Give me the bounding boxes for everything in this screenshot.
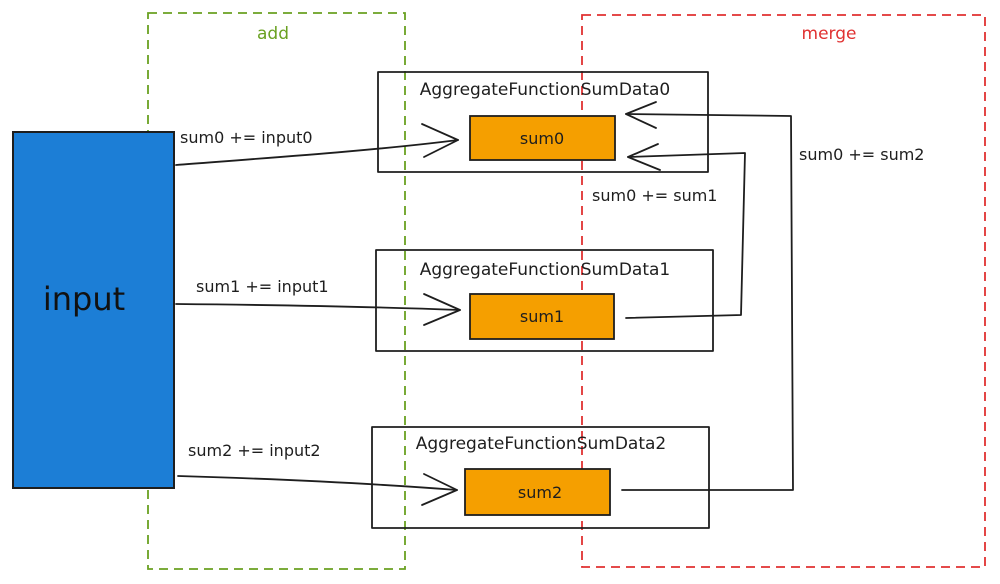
sum0-slot bbox=[469, 115, 616, 161]
add-label-sum1: sum1 += input1 bbox=[196, 277, 329, 296]
add-region-frame bbox=[147, 12, 406, 570]
merge-label-sum2: sum0 += sum2 bbox=[799, 145, 924, 164]
merge-arrow-sum1-to-sum0 bbox=[625, 152, 746, 319]
add-label-sum2: sum2 += input2 bbox=[188, 441, 321, 460]
input-block-label: input bbox=[43, 280, 125, 318]
merge-region-label: merge bbox=[802, 24, 857, 44]
container-0-title: AggregateFunctionSumData0 bbox=[420, 80, 670, 100]
add-arrows bbox=[175, 123, 461, 506]
add-arrow-sum1 bbox=[175, 303, 461, 311]
aggregate-container-0: AggregateFunctionSumData0 sum0 bbox=[377, 71, 709, 173]
add-arrow-sum2-head bbox=[421, 473, 458, 506]
merge-region-frame bbox=[581, 14, 986, 568]
input-block bbox=[12, 131, 175, 489]
add-arrow-sum2 bbox=[177, 475, 458, 491]
add-region-label: add bbox=[257, 24, 289, 44]
add-label-sum0: sum0 += input0 bbox=[180, 128, 313, 147]
container-0-frame bbox=[377, 71, 709, 173]
sum1-slot-label: sum1 bbox=[520, 307, 564, 326]
add-arrow-sum0-head bbox=[421, 123, 459, 158]
aggregate-container-2: AggregateFunctionSumData2 sum2 bbox=[371, 426, 710, 529]
container-1-title: AggregateFunctionSumData1 bbox=[420, 260, 670, 280]
aggregate-container-1: AggregateFunctionSumData1 sum1 bbox=[375, 249, 714, 352]
merge-arrow-sum2-to-sum0-head bbox=[625, 101, 657, 129]
sum2-slot-label: sum2 bbox=[518, 483, 562, 502]
container-2-title: AggregateFunctionSumData2 bbox=[416, 434, 666, 454]
add-arrow-sum1-head bbox=[423, 293, 461, 326]
merge-label-sum1: sum0 += sum1 bbox=[592, 186, 717, 205]
merge-arrow-sum1-to-sum0-head bbox=[627, 143, 661, 171]
merge-arrows bbox=[621, 101, 794, 491]
sum0-slot-label: sum0 bbox=[520, 129, 564, 148]
merge-arrow-sum2-to-sum0 bbox=[621, 113, 794, 491]
container-1-frame bbox=[375, 249, 714, 352]
container-2-frame bbox=[371, 426, 710, 529]
add-arrow-sum0 bbox=[175, 139, 459, 166]
sum1-slot bbox=[469, 293, 615, 340]
sum2-slot bbox=[464, 468, 611, 516]
